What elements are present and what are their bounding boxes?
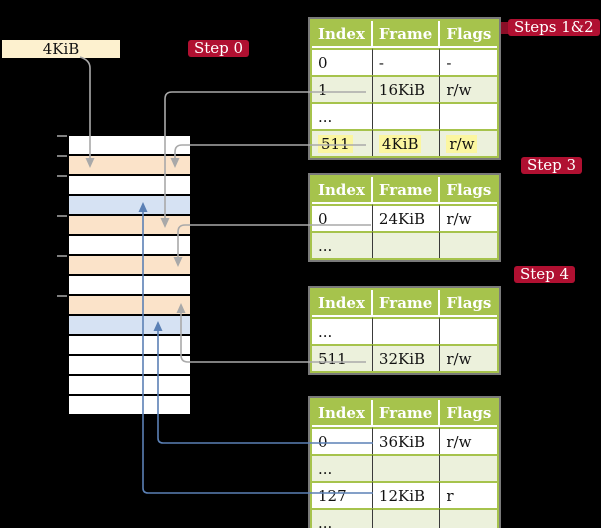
column-header: Frame [372, 290, 441, 317]
table-cell: - [440, 48, 498, 75]
table-cell: 127 [312, 481, 373, 508]
column-header: Index [312, 21, 373, 48]
memory-frame-row [69, 236, 190, 254]
memory-tick [57, 175, 67, 177]
column-header: Flags [440, 177, 498, 204]
table-cell: ... [312, 508, 373, 528]
highlighted-value: 511 [318, 134, 353, 153]
column-header: Index [312, 290, 373, 317]
table-cell: 4KiB [372, 129, 441, 156]
table-cell: 0 [312, 427, 373, 454]
table-cell: 24KiB [372, 204, 441, 231]
highlighted-value: r/w [446, 134, 478, 153]
table-cell [440, 454, 498, 481]
table-cell: ... [312, 454, 373, 481]
table-cell: r/w [440, 129, 498, 156]
table-cell [372, 317, 441, 344]
memory-frame-row [69, 156, 190, 174]
memory-frame-row [69, 276, 190, 294]
table-cell [372, 102, 441, 129]
memory-tick [57, 215, 67, 217]
physical-memory-column [69, 136, 190, 415]
table-row: 0-- [312, 48, 498, 75]
memory-tick [57, 155, 67, 157]
badge-step-4: Step 4 [514, 266, 576, 283]
column-header: Flags [440, 400, 498, 427]
table-cell: 511 [312, 344, 373, 371]
table-cell: 0 [312, 204, 373, 231]
memory-frame-row [69, 336, 190, 354]
table-cell: r/w [440, 204, 498, 231]
table-cell: r/w [440, 344, 498, 371]
column-header: Frame [372, 177, 441, 204]
memory-frame-row [69, 316, 190, 334]
column-header: Flags [440, 21, 498, 48]
table-cell: 12KiB [372, 481, 441, 508]
table-cell: r [440, 481, 498, 508]
column-header: Flags [440, 290, 498, 317]
table-cell [372, 508, 441, 528]
memory-frame-row [69, 296, 190, 314]
table-cell: - [372, 48, 441, 75]
table-cell: 36KiB [372, 427, 441, 454]
table-row: ... [312, 317, 498, 344]
column-header: Index [312, 400, 373, 427]
memory-frame-row [69, 176, 190, 194]
table-row: ... [312, 231, 498, 258]
table-row: ... [312, 102, 498, 129]
table-cell: 0 [312, 48, 373, 75]
memory-tick [57, 295, 67, 297]
memory-location-label: 4KiB [2, 40, 120, 58]
memory-tick [57, 255, 67, 257]
table-cell [440, 231, 498, 258]
memory-frame-row [69, 396, 190, 414]
table-cell: 16KiB [372, 75, 441, 102]
table-cell [440, 508, 498, 528]
steps12-arrow-stub [497, 22, 511, 34]
table-cell [440, 317, 498, 344]
table-cell: ... [312, 317, 373, 344]
badge-steps-1-2: Steps 1&2 [508, 19, 600, 36]
table-row: ... [312, 508, 498, 528]
memory-frame-row [69, 356, 190, 374]
table-row: ... [312, 454, 498, 481]
table-cell: r/w [440, 427, 498, 454]
table-cell [440, 102, 498, 129]
table-cell: ... [312, 231, 373, 258]
table-cell: 1 [312, 75, 373, 102]
column-header: Frame [372, 21, 441, 48]
table-cell [372, 454, 441, 481]
column-header: Index [312, 177, 373, 204]
memory-frame-row [69, 136, 190, 154]
memory-frame-row [69, 216, 190, 234]
badge-step-3: Step 3 [521, 157, 583, 174]
table-cell: r/w [440, 75, 498, 102]
memory-tick [57, 135, 67, 137]
table-cell: 32KiB [372, 344, 441, 371]
memory-frame-row [69, 376, 190, 394]
table-row: 511 4KiB r/w [312, 129, 498, 156]
highlighted-value: 4KiB [378, 134, 422, 153]
memory-frame-row [69, 196, 190, 214]
memory-frame-row [69, 256, 190, 274]
table-cell: 511 [312, 129, 373, 156]
table-cell: ... [312, 102, 373, 129]
badge-step-0: Step 0 [188, 40, 250, 57]
column-header: Frame [372, 400, 441, 427]
table-cell [372, 231, 441, 258]
